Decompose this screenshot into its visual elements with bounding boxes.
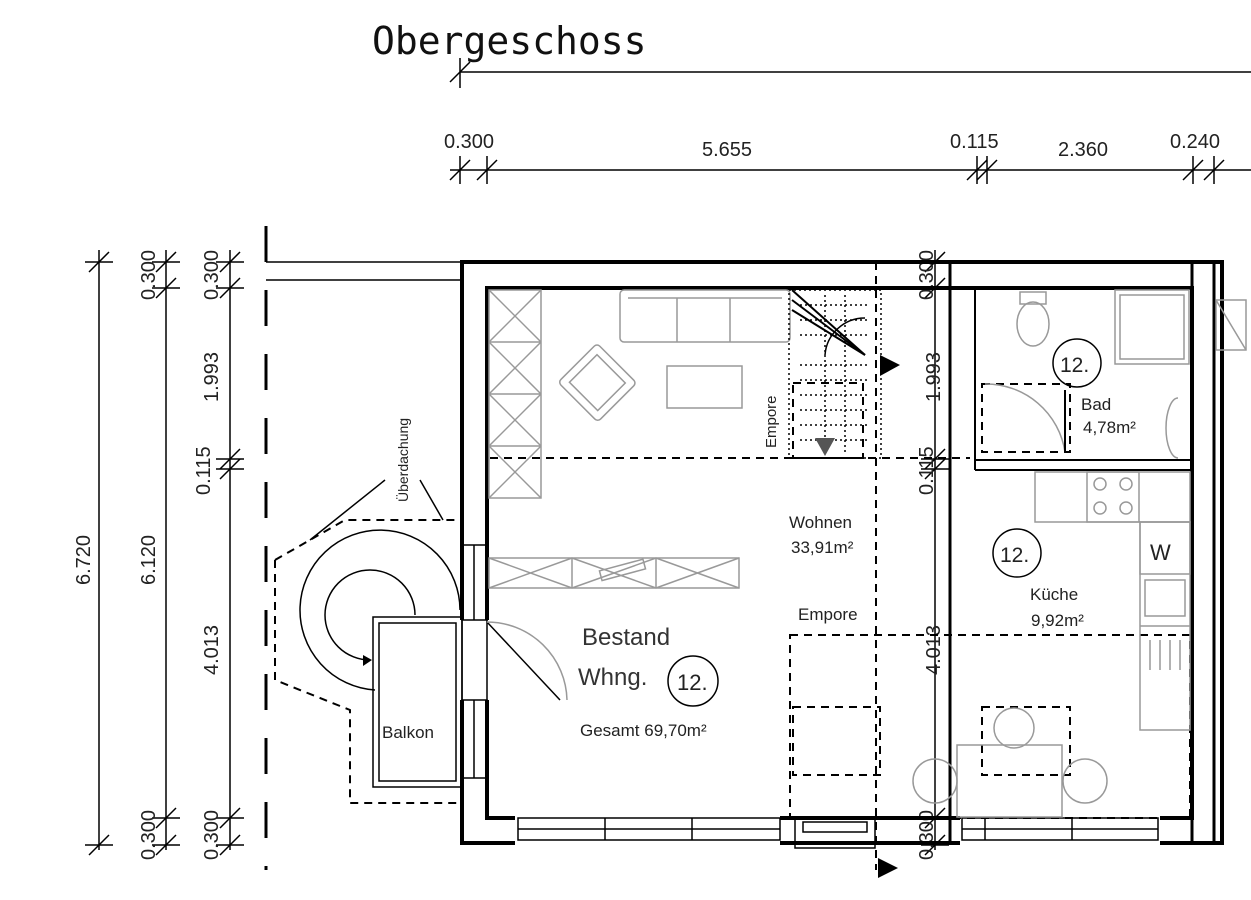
- dim-left-seg-0: 0.300: [201, 250, 223, 300]
- bottom-windows: [515, 815, 1160, 849]
- sideboard: [488, 557, 740, 589]
- kitchen-fixtures: [1034, 471, 1191, 731]
- left-dimension-lines: [85, 250, 244, 856]
- staircase: [788, 289, 900, 459]
- dim-left-seg-2: 0.115: [193, 446, 215, 495]
- top-dimension-chain: [449, 156, 1251, 184]
- dim-left-6120: 6.120: [138, 535, 160, 585]
- dim-inner-2: 0.115: [916, 446, 938, 495]
- window-left-upper: [461, 544, 488, 621]
- label-bad: Bad: [1081, 395, 1111, 414]
- label-kueche-area: 9,92m²: [1031, 611, 1084, 630]
- label-whng: Whng.: [578, 664, 647, 691]
- unit-number-main: 12.: [677, 670, 708, 695]
- bathroom-fixtures: [1016, 289, 1190, 459]
- dim-inner-3: 4.013: [923, 625, 945, 675]
- spiral-stair: [274, 479, 463, 804]
- unit-number-bad: 12.: [1060, 354, 1089, 377]
- title-underline: [449, 58, 1251, 88]
- dim-top-2360: 2.360: [1058, 139, 1108, 161]
- unit-circle-main: [667, 655, 719, 707]
- dim-top-0240: 0.240: [1170, 131, 1220, 153]
- bathroom-door: [984, 383, 1066, 453]
- coffee-table: [666, 365, 743, 409]
- dim-left-seg-4: 0.300: [201, 810, 223, 860]
- right-edge-details: [1215, 299, 1247, 351]
- armchair: [559, 344, 636, 421]
- washer-label: W: [1150, 540, 1171, 565]
- label-ueberdachung: Überdachung: [394, 418, 411, 502]
- dim-left-seg-3: 4.013: [201, 625, 223, 675]
- dim-left-small-top: 0.300: [138, 250, 160, 300]
- label-wohnen: Wohnen: [789, 513, 852, 532]
- unit-circle-kueche: [992, 528, 1042, 578]
- sofa: [619, 289, 791, 343]
- dim-left-seg-1: 1.993: [201, 352, 223, 402]
- unit-number-kueche: 12.: [1000, 544, 1029, 567]
- wardrobe: [488, 289, 542, 499]
- unit-circle-bad: [1052, 338, 1102, 388]
- label-bestand: Bestand: [582, 624, 670, 651]
- window-left-lower: [461, 699, 488, 779]
- label-bad-area: 4,78m²: [1083, 418, 1136, 437]
- label-wohnen-area: 33,91m²: [791, 538, 854, 557]
- neighbour-outline: [264, 226, 460, 870]
- dim-inner-4: 0.300: [916, 810, 938, 860]
- dim-left-6720: 6.720: [73, 535, 95, 585]
- label-gesamt: Gesamt 69,70m²: [580, 721, 707, 740]
- dim-inner-1: 1.993: [923, 352, 945, 402]
- dim-inner-0: 0.300: [916, 250, 938, 300]
- label-empore: Empore: [798, 605, 858, 624]
- dining-table: [912, 707, 1108, 818]
- dim-top-0300: 0.300: [444, 131, 494, 153]
- inner-dimension-lines: [921, 250, 949, 856]
- label-empore-stair: Empore: [763, 395, 780, 448]
- label-balkon: Balkon: [382, 723, 434, 742]
- dim-left-small-bottom: 0.300: [138, 810, 160, 860]
- dim-top-0115: 0.115: [950, 131, 999, 153]
- balcony-door-opening: [459, 620, 490, 700]
- label-kueche: Küche: [1030, 585, 1078, 604]
- dim-top-5655: 5.655: [702, 139, 752, 161]
- plan-title: Obergeschoss: [372, 19, 647, 63]
